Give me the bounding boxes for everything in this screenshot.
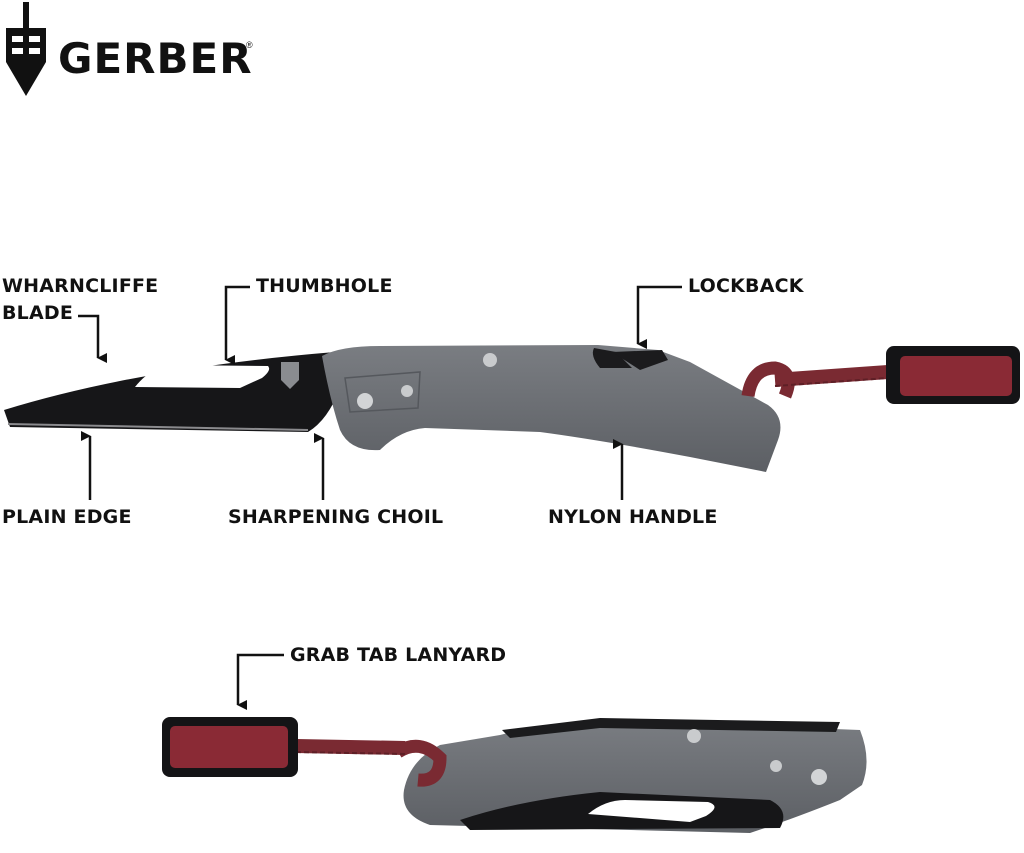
label-blade: BLADE (2, 302, 74, 324)
brand-registered-mark: ® (246, 40, 253, 50)
closed-knife-handle (403, 718, 867, 833)
open-knife-lanyard (741, 346, 1020, 404)
callout-arrows (78, 285, 682, 710)
brand-name: GERBER (58, 34, 253, 83)
label-lockback: LOCKBACK (688, 275, 804, 297)
closed-knife-lanyard (162, 717, 447, 787)
label-thumbhole: THUMBHOLE (256, 275, 393, 297)
open-knife-blade (4, 352, 340, 432)
label-nylon-handle: NYLON HANDLE (548, 506, 718, 528)
arrow-grab-tab-lanyard (236, 653, 284, 710)
label-plain-edge: PLAIN EDGE (2, 506, 132, 528)
label-sharpening-choil: SHARPENING CHOIL (228, 506, 444, 528)
arrow-wharncliffe-blade (78, 314, 107, 363)
gerber-logo-icon (6, 2, 46, 96)
label-grab-tab-lanyard: GRAB TAB LANYARD (290, 644, 507, 666)
label-wharncliffe: WHARNCLIFFE (2, 275, 159, 297)
open-knife-handle (322, 345, 781, 472)
arrow-thumbhole (224, 285, 250, 365)
arrow-lockback (636, 285, 682, 349)
